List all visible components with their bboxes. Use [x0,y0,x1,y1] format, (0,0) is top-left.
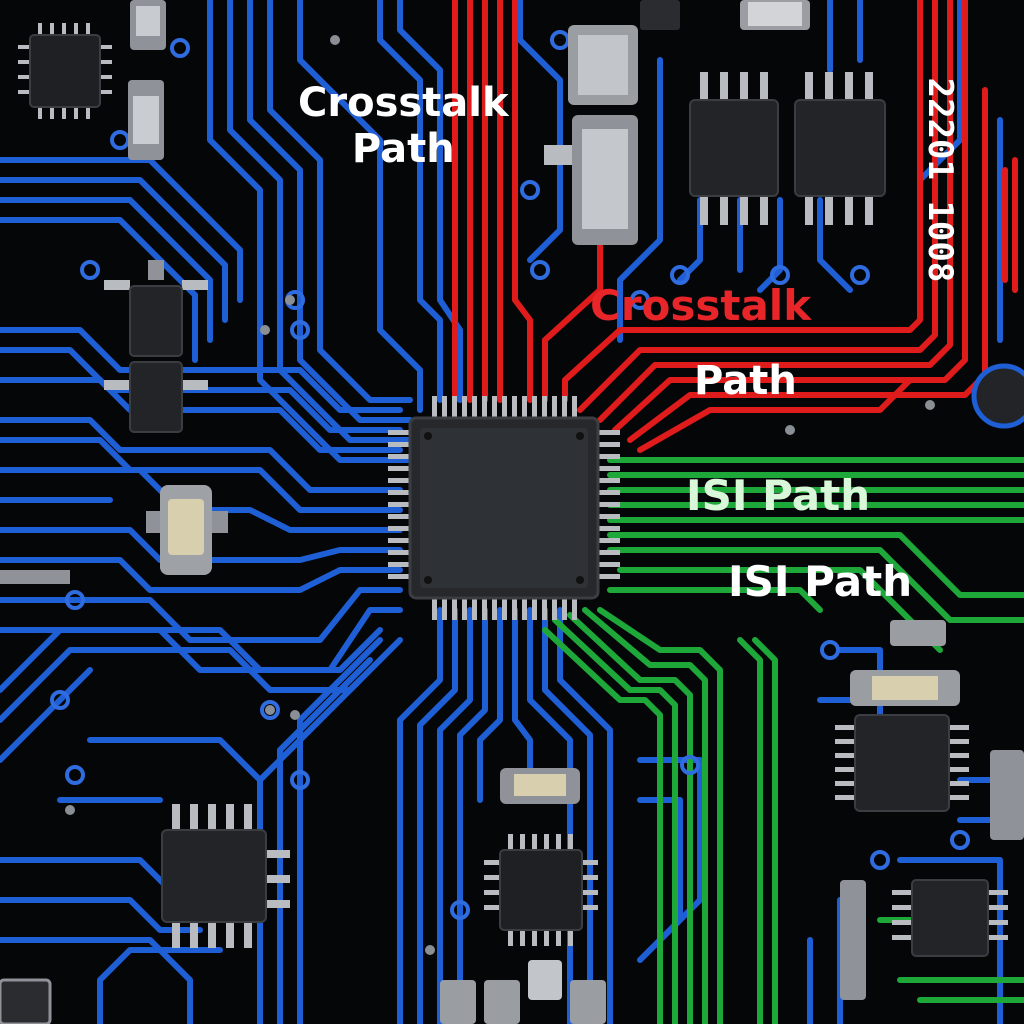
smd-component-icon [104,260,208,433]
via-hole-icon [680,755,700,775]
smd-component-icon [146,485,228,575]
via-hole-icon [50,690,70,710]
smd-component-icon [990,750,1024,840]
mcu-pins-bottom [432,598,577,620]
mcu-pins-top [432,396,577,418]
crosstalk-label-red-line1: Crosstalk [590,281,812,330]
ic-chip-icon [689,72,779,225]
smd-component-icon [0,570,70,584]
board-code-label: 22201 1008 [920,77,960,283]
ic-chip-icon [892,879,1008,957]
smd-component-icon [130,0,166,50]
via-hole-icon [820,640,840,660]
smd-component-icon [128,80,164,160]
green-traces [542,457,1024,1024]
ic-chip-icon [18,23,112,119]
microcontroller-chip-icon [388,396,620,620]
via-hole-icon [850,265,870,285]
smd-component-icon [440,960,606,1024]
smd-component-icon [640,0,680,30]
via-hole-icon [870,850,890,870]
via-hole-icon [520,180,540,200]
smd-component-icon [0,978,52,1024]
red-traces [452,0,1018,453]
via-hole-icon [80,260,100,280]
crosstalk-label-red-line2: Path [694,358,797,404]
crosstalk-path-label-blue: Crosstalk Path [298,80,509,172]
via-hole-icon [65,765,85,785]
ic-chip-icon [835,714,969,812]
small-vias [65,35,935,955]
via-hole-icon [950,830,970,850]
via-hole-icon [290,320,310,340]
smd-component-icon [500,768,580,804]
via-hole-icon [670,265,690,285]
smd-component-icon [544,25,638,245]
smd-component-icon [840,880,866,1000]
isi-path-label-1: ISI Path [686,471,871,520]
crosstalk-label-line1: Crosstalk [298,80,509,126]
via-hole-icon [170,38,190,58]
via-hole-icon [450,900,470,920]
via-hole-icon [260,700,280,720]
mcu-pins-right [598,430,620,579]
isi-path-label-2: ISI Path [728,557,913,606]
ic-chip-icon [484,834,598,946]
mcu-pins-left [388,430,410,579]
ic-chip-icon [794,72,886,225]
via-holes [50,30,970,920]
smd-component-icon [971,363,1024,429]
smd-component-icon [850,620,960,706]
crosstalk-label-line2: Path [351,126,455,172]
via-hole-icon [530,260,550,280]
smd-component-icon [740,0,810,30]
ic-chip-icon [161,804,290,948]
via-hole-icon [290,770,310,790]
via-hole-icon [770,265,790,285]
via-hole-icon [630,290,650,310]
via-hole-icon [65,590,85,610]
